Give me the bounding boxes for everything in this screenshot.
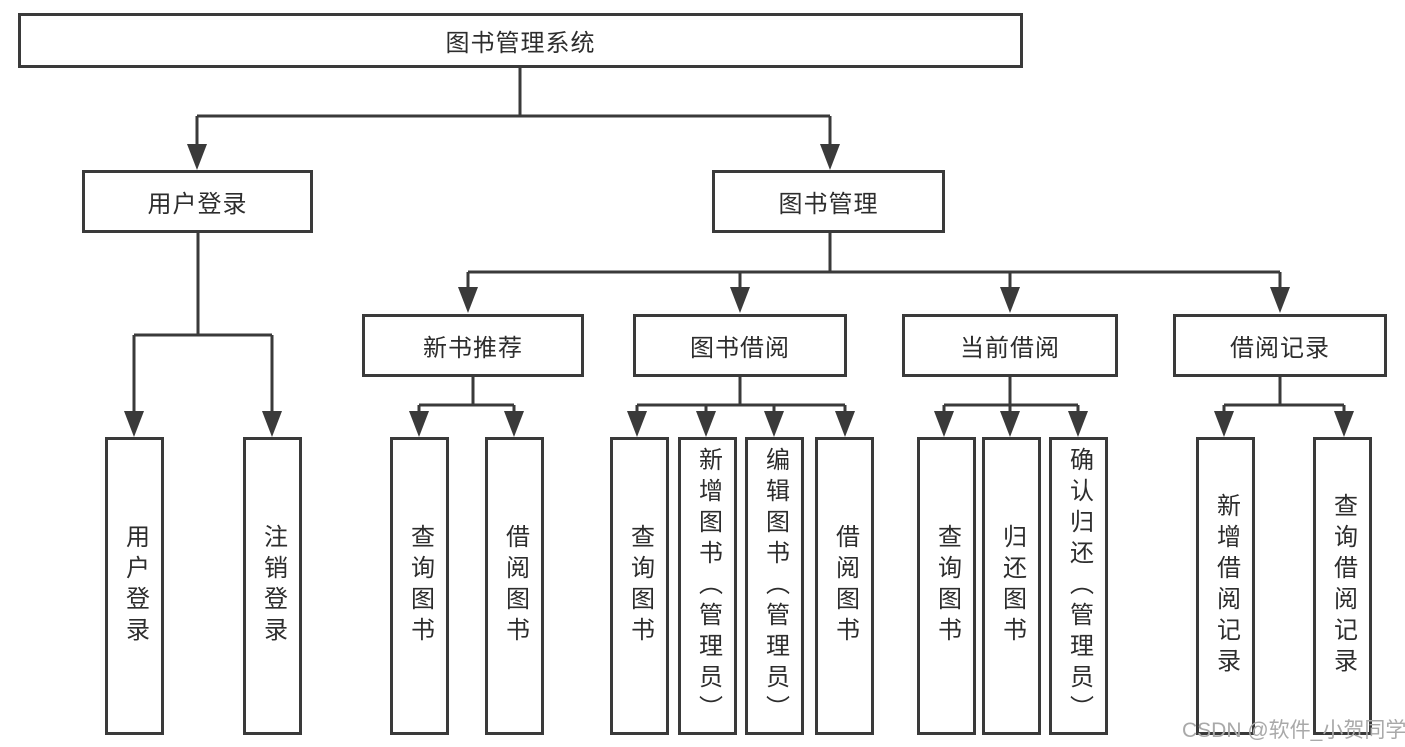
leaf-query-books-recommend: 查询图书 — [390, 437, 449, 735]
leaf-add-borrow-record: 新增借阅记录 — [1196, 437, 1255, 735]
leaf-borrow-books: 借阅图书 — [815, 437, 874, 735]
watermark: CSDN @软件_小贺同学 — [1182, 719, 1405, 742]
leaf-borrow-books-recommend: 借阅图书 — [485, 437, 544, 735]
node-new-book-recommend-label: 新书推荐 — [423, 335, 523, 362]
leaf-user-login-label: 用户登录 — [121, 524, 149, 648]
leaf-add-book-admin-label: 新增图书（管理员） — [694, 446, 722, 726]
node-current-borrow: 当前借阅 — [902, 314, 1118, 377]
node-user-login-branch: 用户登录 — [82, 170, 313, 233]
leaf-query-books-recommend-label: 查询图书 — [406, 524, 434, 648]
node-book-borrow: 图书借阅 — [633, 314, 847, 377]
leaf-edit-book-admin: 编辑图书（管理员） — [745, 437, 804, 735]
leaf-query-borrow-record-label: 查询借阅记录 — [1329, 493, 1357, 679]
leaf-query-books-current-label: 查询图书 — [933, 524, 961, 648]
node-borrow-records: 借阅记录 — [1173, 314, 1387, 377]
node-current-borrow-label: 当前借阅 — [960, 335, 1060, 362]
leaf-query-books-borrow: 查询图书 — [610, 437, 669, 735]
leaf-borrow-books-label: 借阅图书 — [831, 524, 859, 648]
leaf-user-login: 用户登录 — [105, 437, 164, 735]
node-book-management-label: 图书管理 — [778, 191, 879, 218]
leaf-logout-label: 注销登录 — [259, 524, 287, 648]
leaf-confirm-return-admin-label: 确认归还（管理员） — [1065, 446, 1093, 726]
node-borrow-records-label: 借阅记录 — [1230, 335, 1330, 362]
leaf-query-books-borrow-label: 查询图书 — [626, 524, 654, 648]
node-new-book-recommend: 新书推荐 — [362, 314, 584, 377]
node-book-management: 图书管理 — [712, 170, 945, 233]
leaf-add-book-admin: 新增图书（管理员） — [678, 437, 737, 735]
leaf-logout: 注销登录 — [243, 437, 302, 735]
leaf-borrow-books-recommend-label: 借阅图书 — [501, 524, 529, 648]
node-book-borrow-label: 图书借阅 — [690, 335, 790, 362]
node-root: 图书管理系统 — [18, 13, 1023, 68]
leaf-return-book: 归还图书 — [982, 437, 1041, 735]
leaf-query-books-current: 查询图书 — [917, 437, 976, 735]
leaf-edit-book-admin-label: 编辑图书（管理员） — [761, 446, 789, 726]
leaf-confirm-return-admin: 确认归还（管理员） — [1049, 437, 1108, 735]
node-root-label: 图书管理系统 — [445, 30, 596, 57]
leaf-query-borrow-record: 查询借阅记录 — [1313, 437, 1372, 735]
leaf-return-book-label: 归还图书 — [998, 524, 1026, 648]
leaf-add-borrow-record-label: 新增借阅记录 — [1212, 493, 1240, 679]
node-user-login-branch-label: 用户登录 — [147, 191, 248, 218]
